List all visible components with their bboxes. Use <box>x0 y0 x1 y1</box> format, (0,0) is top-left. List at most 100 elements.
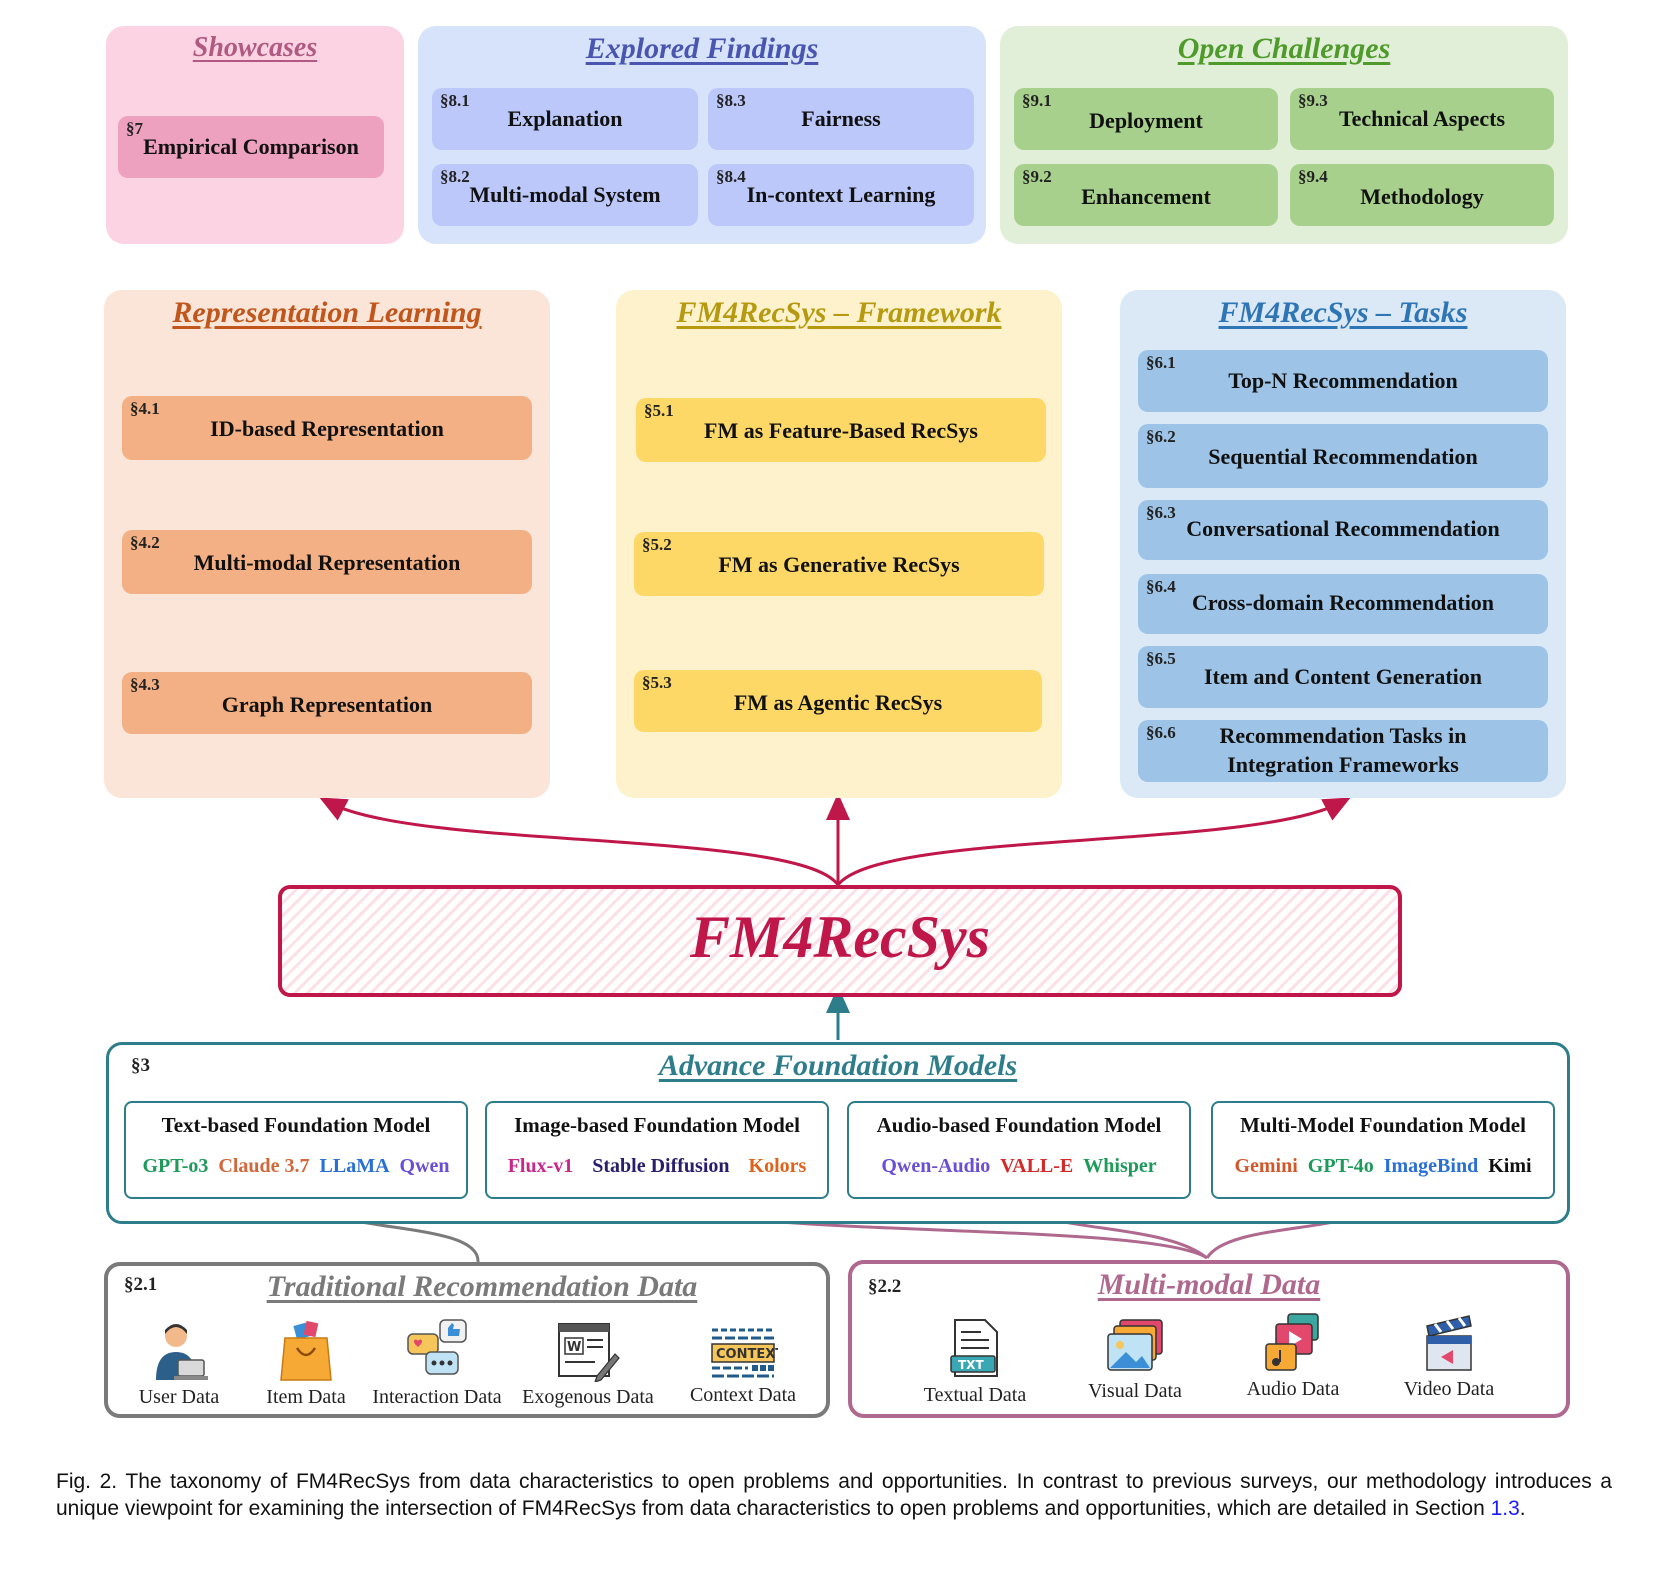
finding-box-multimodal[interactable]: §8.2 Multi-modal System <box>432 164 698 226</box>
media-stack-icon <box>1265 1313 1319 1371</box>
framework-box-agentic[interactable]: §5.3 FM as Agentic RecSys <box>634 670 1042 732</box>
section-number: §6.3 <box>1146 503 1176 522</box>
interaction-data-item[interactable]: Interaction Data <box>362 1316 512 1409</box>
item-label: Audio Data <box>1246 1378 1340 1400</box>
finding-box-explanation[interactable]: §8.1 Explanation <box>432 88 698 150</box>
model-vall-e: VALL-E <box>1000 1155 1074 1177</box>
exogenous-data-item[interactable]: W Exogenous Data <box>513 1320 663 1409</box>
section-number: §6.2 <box>1146 427 1176 446</box>
item-label: Item Data <box>266 1386 346 1408</box>
fm-box-title: Audio-based Foundation Model <box>876 1113 1162 1137</box>
item-label: User Data <box>138 1386 220 1408</box>
representation-box-multimodal[interactable]: §4.2 Multi-modal Representation <box>122 530 532 594</box>
model-kimi: Kimi <box>1488 1155 1532 1177</box>
context-icon: CONTEXT <box>711 1328 778 1378</box>
representation-box-graph[interactable]: §4.3 Graph Representation <box>122 672 532 734</box>
item-data-item[interactable]: Item Data <box>231 1320 381 1409</box>
representation-learning-panel: Representation Learning §4.1 ID-based Re… <box>104 290 550 798</box>
framework-box-generative[interactable]: §5.2 FM as Generative RecSys <box>634 532 1044 596</box>
svg-text:W: W <box>567 1340 581 1355</box>
section-number: §6.4 <box>1146 577 1176 596</box>
task-box-generation[interactable]: §6.5 Item and Content Generation <box>1138 646 1548 708</box>
representation-box-id[interactable]: §4.1 ID-based Representation <box>122 396 532 460</box>
section-link[interactable]: 1.3 <box>1490 1497 1520 1520</box>
task-box-conversational[interactable]: §6.3 Conversational Recommendation <box>1138 500 1548 560</box>
foundation-models-title: Advance Foundation Models <box>658 1049 1018 1082</box>
box-label: Multi-modal Representation <box>193 550 461 575</box>
context-data-item[interactable]: CONTEXT Context Data <box>668 1324 818 1407</box>
figure-caption: Fig. 2. The taxonomy of FM4RecSys from d… <box>56 1468 1612 1522</box>
model-gemini: Gemini <box>1234 1155 1298 1177</box>
section-number: §8.2 <box>440 167 470 186</box>
model-qwen: Qwen <box>399 1155 450 1177</box>
model-llama: LLaMA <box>319 1155 390 1177</box>
box-label: Multi-modal System <box>469 182 661 207</box>
section-number: §4.3 <box>130 675 160 694</box>
section-number: §2.1 <box>124 1274 158 1295</box>
box-label: Enhancement <box>1081 184 1211 209</box>
model-gpt-4o: GPT-4o <box>1307 1155 1374 1177</box>
box-label: ID-based Representation <box>210 416 444 441</box>
model-imagebind: ImageBind <box>1383 1155 1479 1177</box>
finding-box-incontext[interactable]: §8.4 In-context Learning <box>708 164 974 226</box>
section-number: §9.4 <box>1298 167 1328 186</box>
box-label: Top-N Recommendation <box>1228 368 1458 393</box>
challenge-box-enhancement[interactable]: §9.2 Enhancement <box>1014 164 1278 226</box>
section-number: §5.2 <box>642 535 672 554</box>
explored-findings-panel: Explored Findings §8.1 Explanation §8.3 … <box>418 26 986 244</box>
tasks-title: FM4RecSys – Tasks <box>1218 296 1468 329</box>
visual-data-item[interactable]: Visual Data <box>1060 1318 1210 1403</box>
challenge-box-methodology[interactable]: §9.4 Methodology <box>1290 164 1554 226</box>
audio-data-item[interactable]: Audio Data <box>1218 1312 1368 1401</box>
showcase-box-empirical[interactable]: §7 Empirical Comparison <box>118 116 384 178</box>
multimodal-data-title: Multi-modal Data <box>1097 1268 1321 1301</box>
section-number: §6.6 <box>1146 723 1176 742</box>
model-whisper: Whisper <box>1083 1155 1157 1177</box>
fm4recsys-core-title: FM4RecSys <box>690 904 990 970</box>
user-laptop-icon <box>156 1324 208 1380</box>
section-number: §2.2 <box>868 1276 902 1297</box>
task-box-integration[interactable]: §6.6 Recommendation Tasks in Integration… <box>1138 720 1548 782</box>
model-kolors: Kolors <box>748 1155 807 1177</box>
fm-box-title: Multi-Model Foundation Model <box>1240 1113 1526 1137</box>
challenge-box-technical[interactable]: §9.3 Technical Aspects <box>1290 88 1554 150</box>
traditional-data-title: Traditional Recommendation Data <box>266 1270 698 1303</box>
section-number: §8.1 <box>440 91 470 110</box>
framework-box-feature[interactable]: §5.1 FM as Feature-Based RecSys <box>636 398 1046 462</box>
showcases-title: Showcases <box>192 32 318 63</box>
section-number: §4.1 <box>130 399 160 418</box>
model-stable-diffusion: Stable Diffusion <box>592 1155 730 1177</box>
finding-box-fairness[interactable]: §8.3 Fairness <box>708 88 974 150</box>
section-number: §4.2 <box>130 533 160 552</box>
section-number: §9.2 <box>1022 167 1052 186</box>
image-stack-icon <box>1107 1319 1163 1371</box>
section-number: §8.3 <box>716 91 746 110</box>
item-label: Visual Data <box>1088 1380 1182 1402</box>
box-label: Graph Representation <box>221 692 433 717</box>
task-box-sequential[interactable]: §6.2 Sequential Recommendation <box>1138 424 1548 488</box>
task-box-topn[interactable]: §6.1 Top-N Recommendation <box>1138 350 1548 412</box>
box-label: FM as Generative RecSys <box>718 552 960 577</box>
multi-foundation-model-box[interactable]: Multi-Model Foundation Model Gemini GPT-4… <box>1211 1101 1555 1199</box>
box-label: FM as Feature-Based RecSys <box>704 418 978 443</box>
model-claude: Claude 3.7 <box>218 1155 310 1177</box>
box-label: Technical Aspects <box>1338 106 1506 131</box>
video-data-item[interactable]: Video Data <box>1374 1314 1524 1401</box>
section-number: §7 <box>126 119 143 138</box>
fm-box-title: Text-based Foundation Model <box>161 1113 431 1137</box>
section-number: §6.1 <box>1146 353 1176 372</box>
fm4recsys-core-box[interactable]: FM4RecSys <box>278 885 1402 997</box>
task-box-crossdomain[interactable]: §6.4 Cross-domain Recommendation <box>1138 574 1548 634</box>
textual-data-item[interactable]: TXT Textual Data <box>900 1318 1050 1407</box>
user-data-item[interactable]: User Data <box>104 1320 254 1409</box>
foundation-models-panel: §3 Advance Foundation Models Text-based … <box>106 1042 1570 1224</box>
representation-learning-title: Representation Learning <box>172 296 482 329</box>
section-number: §9.3 <box>1298 91 1328 110</box>
challenge-box-deployment[interactable]: §9.1 Deployment <box>1014 88 1278 150</box>
clapperboard-icon <box>1426 1315 1472 1371</box>
